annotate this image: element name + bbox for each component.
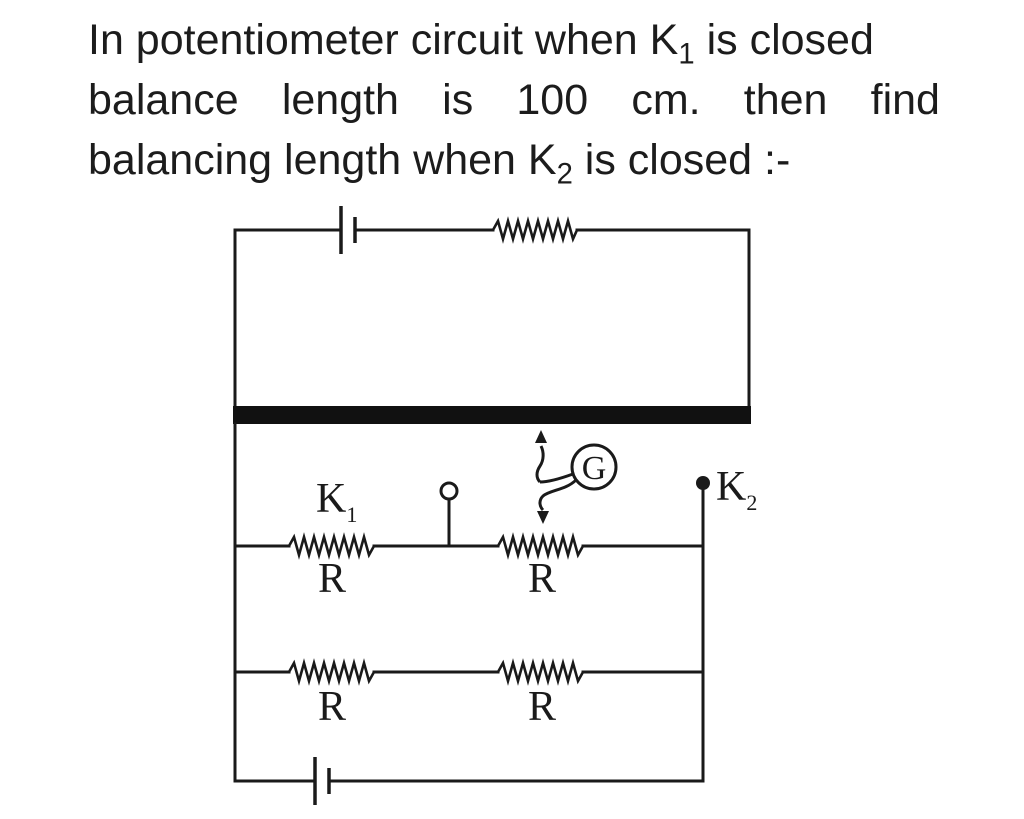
key1-label: K1 — [316, 476, 357, 527]
key1-subscript: 1 — [678, 38, 695, 71]
question-word: length — [281, 76, 399, 124]
jockey-upper-lead — [535, 445, 545, 484]
resistor-label: R — [528, 684, 556, 730]
question-line-2: balance length is 100 cm. then find — [88, 70, 940, 130]
resistor-label: R — [318, 556, 346, 602]
question-word: balance — [88, 76, 239, 124]
rheostat-resistor — [491, 216, 579, 244]
key2-label: K2 — [716, 464, 757, 515]
resistor-lower-left — [287, 658, 376, 686]
question-word: find — [870, 76, 940, 124]
jockey-arrow-down — [537, 511, 549, 524]
resistor-upper-left — [287, 532, 376, 560]
question-word: cm. — [631, 76, 701, 124]
key2-subscript: 2 — [556, 158, 573, 191]
resistor-upper-right — [496, 532, 585, 560]
question-word: then — [743, 76, 828, 124]
question-line-3: balancing length when K2 is closed :- — [88, 130, 940, 190]
jockey-arrow-up — [535, 430, 547, 443]
question-line-3-tail: is closed :- — [572, 136, 791, 184]
potentiometer-wire — [233, 406, 751, 424]
secondary-circuit — [233, 422, 710, 805]
question-line-3-text: balancing length when K — [88, 136, 557, 184]
resistor-label: R — [318, 684, 346, 730]
galvanometer — [570, 443, 618, 491]
key1-terminal[interactable] — [439, 481, 459, 501]
question-word: 100 — [516, 76, 589, 124]
galvanometer-assembly: G — [535, 430, 618, 524]
question-line-1-tail: is closed — [694, 16, 874, 64]
primary-circuit — [233, 206, 751, 412]
jockey-lower-lead — [538, 478, 578, 512]
galvanometer-label: G — [582, 450, 607, 487]
question-text: In potentiometer circuit when K1 is clos… — [88, 10, 940, 190]
resistor-label: R — [528, 556, 556, 602]
key2-terminal[interactable] — [696, 476, 710, 490]
question-line-1-text: In potentiometer circuit when K — [88, 16, 679, 64]
galvanometer-upper-lead — [539, 472, 574, 484]
question-word: is — [442, 76, 474, 124]
resistor-lower-right — [496, 658, 585, 686]
question-line-1: In potentiometer circuit when K1 is clos… — [88, 10, 940, 70]
